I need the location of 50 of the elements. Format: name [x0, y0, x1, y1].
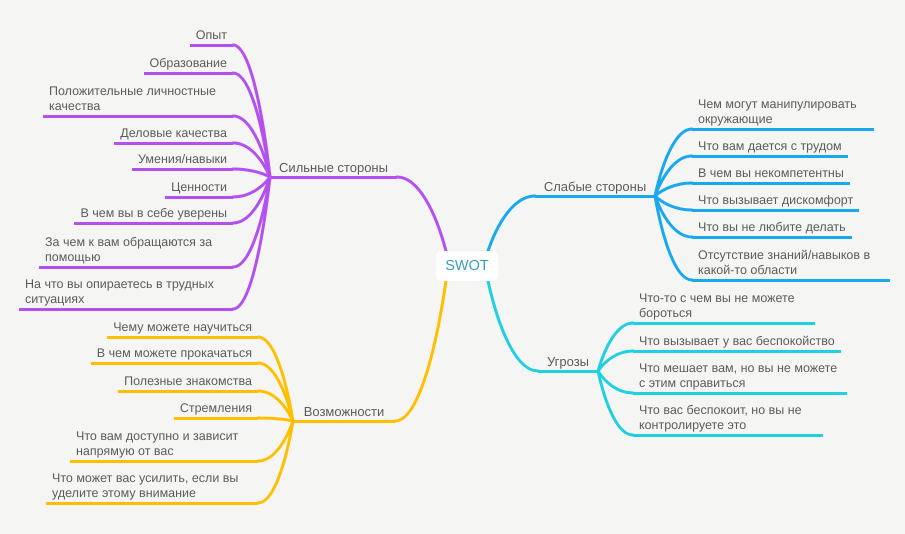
subtopic: Полезные знакомства [118, 374, 258, 392]
subtopic: Отсутствие знаний/навыков в какой-то области [692, 248, 890, 282]
central-topic: SWOT [436, 251, 498, 281]
branch-line [654, 128, 694, 198]
branch-line [596, 370, 634, 394]
subtopic: Чем могут манипулировать окружающие [692, 96, 874, 130]
subtopic: В чем вы в себе уверены [74, 206, 233, 224]
branch-line [232, 72, 272, 178]
branch-line [256, 416, 294, 422]
subtopic: Что вам дается с трудом [692, 138, 848, 158]
branch-line [232, 168, 272, 178]
subtopic: Что вас беспокоит, но вы не контролируете это [633, 402, 823, 436]
subtopic: Что-то с чем вы не можете бороться [633, 290, 815, 324]
subtopic: Положительные личностные качества [43, 84, 233, 118]
branch-line [596, 322, 634, 372]
subtopic: Что может вас усилить, если вы уделите этому внимание [46, 470, 258, 504]
branch-topic: Сильные стороны [270, 160, 397, 178]
branch-line [654, 194, 694, 238]
branch-topic: Слабые стороны [535, 178, 655, 198]
branch-topic: Угрозы [538, 354, 598, 372]
subtopic: Что вызывает у вас беспокойство [633, 334, 841, 352]
subtopic: Что вызывает дискомфорт [692, 192, 860, 212]
subtopic: Чему можете научиться [107, 320, 258, 338]
branch-line [654, 182, 694, 198]
branch-line [596, 350, 634, 372]
branch-line [232, 176, 272, 198]
subtopic: Образование [144, 56, 233, 74]
subtopic: Опыт [190, 28, 233, 46]
branch-line [256, 420, 294, 504]
branch-line [396, 176, 448, 252]
branch-line [654, 154, 694, 198]
subtopic: Что мешает вам, но вы не можете с этим справиться [633, 360, 847, 394]
subtopic: Деловые качества [114, 126, 233, 144]
branch-line [256, 336, 294, 422]
subtopic: На что вы опираетесь в трудных ситуациях [19, 276, 233, 310]
subtopic: В чем можете прокачаться [90, 346, 258, 364]
branch-line [394, 280, 448, 422]
branch-line [486, 194, 536, 252]
subtopic: Ценности [165, 180, 233, 198]
branch-line [596, 370, 634, 436]
subtopic: Что вы не любите делать [692, 220, 852, 238]
subtopic: Что вам доступно и зависит напрямую от вас [70, 428, 258, 462]
branch-line [654, 194, 694, 212]
branch-line [256, 420, 294, 462]
subtopic: Стремления [174, 400, 258, 420]
branch-line [486, 280, 540, 372]
subtopic: Умения/навыки [132, 152, 233, 170]
subtopic: За чем к вам обращаются за помощью [39, 234, 233, 268]
subtopic: В чем вы некомпетентны [692, 166, 850, 184]
branch-topic: Возможности [293, 404, 395, 422]
